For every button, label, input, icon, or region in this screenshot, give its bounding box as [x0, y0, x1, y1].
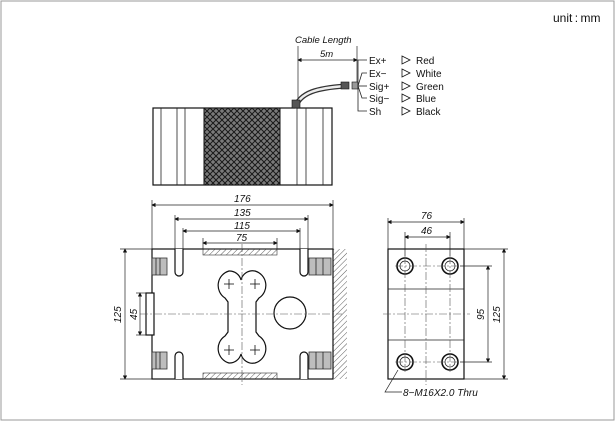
dim-115: 115: [234, 221, 250, 232]
wire-signal: Sig+: [369, 82, 389, 93]
wire-signal: Sig−: [369, 94, 389, 105]
dim-45: 45: [129, 308, 140, 320]
dim-side-height: 125: [492, 306, 503, 323]
wire-color: Black: [416, 107, 441, 118]
wire-signal: Ex+: [369, 56, 387, 67]
mount-block: [308, 257, 332, 276]
arrow-right-icon: [401, 93, 411, 103]
top-view: Cable Length 5m Ex+ Red Ex− White Sig+ G…: [152, 35, 444, 186]
unit-label: unit : mm: [553, 11, 600, 25]
wire-signal: Sh: [369, 107, 381, 118]
dim-135: 135: [234, 208, 251, 219]
dim-hole-spacing-y: 95: [476, 308, 487, 320]
dim-75: 75: [236, 233, 248, 244]
dim-overall-width: 176: [234, 194, 251, 205]
dim-height: 125: [113, 306, 124, 323]
slot: [174, 249, 184, 277]
arrow-right-icon: [401, 106, 411, 116]
mount-block: [151, 257, 168, 276]
mount-block: [151, 351, 168, 370]
wire-legend: Ex+ Red Ex− White Sig+ Green Sig− Blue S…: [369, 55, 444, 118]
dim-hole-spacing-x: 46: [421, 226, 433, 237]
slot: [174, 351, 184, 379]
arrow-right-icon: [401, 68, 411, 78]
arrow-right-icon: [401, 81, 411, 91]
cable-gland: [273, 296, 307, 330]
cable-length-value: 5m: [320, 49, 333, 60]
side-view: 76 46 95 125 8−M16X2.0 Thru: [383, 211, 508, 399]
wire-color: Red: [416, 56, 434, 67]
hole-callout: 8−M16X2.0 Thru: [403, 388, 478, 399]
front-view: 176 135 115 75 125 45: [113, 194, 347, 385]
mount-block: [308, 351, 332, 370]
dim-side-width: 76: [421, 211, 433, 222]
cable-length-label: Cable Length: [295, 35, 352, 46]
wire-signal: Ex−: [369, 69, 387, 80]
wire-color: Blue: [416, 94, 436, 105]
arrow-right-icon: [401, 55, 411, 65]
strain-gauge-area: [203, 107, 281, 186]
wire-color: White: [416, 69, 442, 80]
slot: [299, 249, 309, 277]
wire-color: Green: [416, 82, 444, 93]
slot: [299, 351, 309, 379]
